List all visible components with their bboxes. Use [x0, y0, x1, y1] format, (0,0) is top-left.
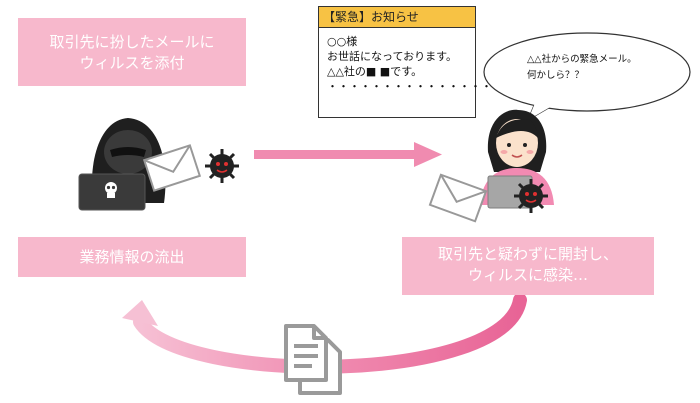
- email-notice-line: △△社の■ ■です。: [327, 65, 423, 78]
- infection-line-2: ウィルスに感染…: [467, 266, 588, 284]
- email-notice: 【緊急】お知らせ ○○様 お世話になっております。 △△社の■ ■です。 ・・・…: [318, 6, 492, 118]
- document-icon: [284, 324, 342, 395]
- email-notice-line: ・・・・・・・・・・・・・・・: [327, 80, 492, 93]
- attack-flow-arrow: [254, 142, 442, 167]
- virus-icon: [205, 149, 239, 183]
- victim-person-icon: [480, 109, 554, 209]
- virus-icon: [514, 179, 548, 213]
- email-notice-header: 【緊急】お知らせ: [319, 7, 475, 28]
- info-leak-label: 業務情報の流出: [79, 248, 185, 266]
- speech-line-2: 何かしら？？: [527, 70, 585, 81]
- infection-box: 取引先と疑わずに開封し、 ウィルスに感染…: [402, 237, 654, 295]
- speech-bubble-text: △△社からの緊急メール。 何かしら？？: [527, 52, 667, 84]
- attach-virus-box: 取引先に扮したメールに ウィルスを添付: [18, 18, 246, 86]
- attach-virus-line-1: 取引先に扮したメールに: [49, 33, 215, 51]
- email-notice-line: ○○様: [327, 35, 358, 48]
- envelope-icon: [142, 144, 202, 192]
- email-notice-line: お世話になっております。: [327, 50, 458, 63]
- email-notice-body: ○○様 お世話になっております。 △△社の■ ■です。 ・・・・・・・・・・・・…: [319, 28, 492, 94]
- envelope-icon: [428, 173, 488, 223]
- hacker-icon: [78, 118, 166, 211]
- attach-virus-line-2: ウィルスを添付: [79, 54, 185, 72]
- speech-line-1: △△社からの緊急メール。: [527, 54, 637, 65]
- info-leak-box: 業務情報の流出: [18, 237, 246, 277]
- infection-line-1: 取引先と疑わずに開封し、: [437, 245, 618, 263]
